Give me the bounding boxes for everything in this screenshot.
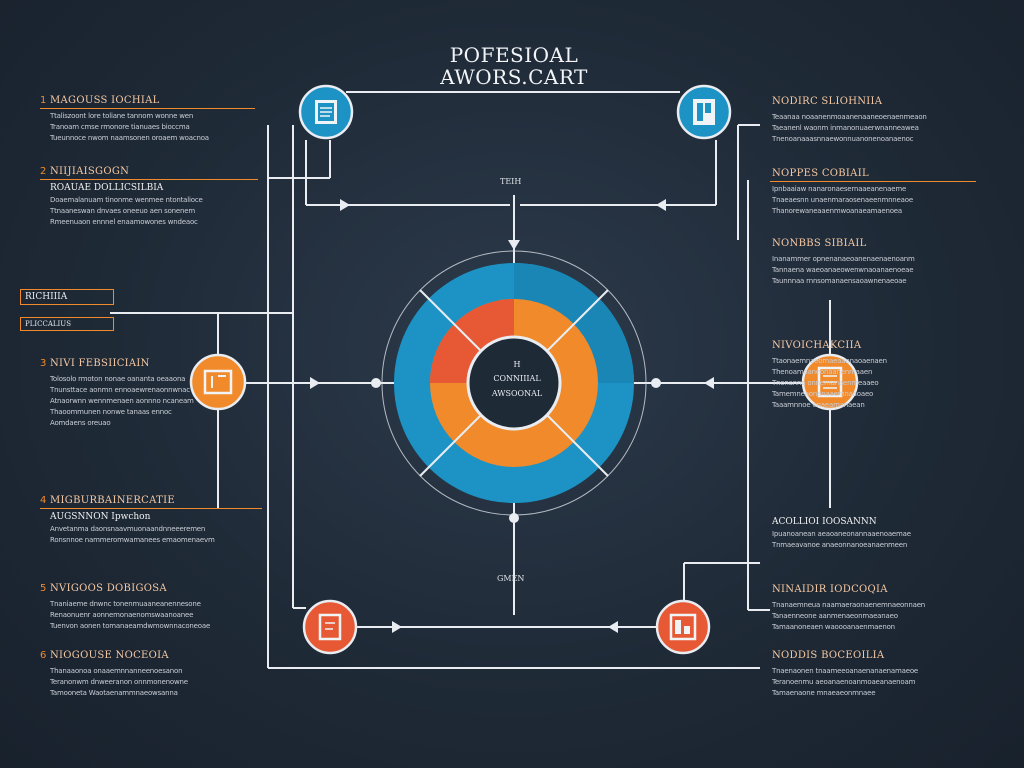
page-title-line1: POFESIOAL bbox=[449, 43, 579, 67]
section-body-line: Tnenoanaaasnnaewonnuanonenoanaenoc bbox=[772, 135, 914, 143]
left-box-title: RICHIIIA bbox=[20, 289, 114, 305]
arrow-top-axis bbox=[508, 240, 520, 250]
section-rule bbox=[40, 108, 255, 109]
icon-nodes bbox=[189, 84, 859, 655]
section-body-line: Doaemalanuam tinonme wenmee ntontalioce bbox=[50, 196, 203, 204]
section-body-line: Tuenvon aonen tomanaeamdwmownnaconeoae bbox=[50, 622, 211, 630]
cart-icon bbox=[655, 599, 711, 655]
section-title: MAGOUSS IOCHIAL bbox=[50, 95, 160, 106]
section-body-line: Ttaliszoont lore toliane tannom wonne we… bbox=[50, 112, 194, 120]
central-wheel bbox=[371, 250, 661, 523]
arrowheads bbox=[310, 199, 714, 633]
section-title: NONBBS SIBIAIL bbox=[772, 238, 867, 249]
section-body-line: Tnaenaonen tnaameeoanaenanaenamaeoe bbox=[772, 667, 919, 675]
label-bottom: GMEN bbox=[497, 574, 525, 583]
section-title: NIIJIAISGOGN bbox=[50, 166, 130, 177]
section-subtitle: ACOLLIOI IOOSANNN bbox=[772, 517, 877, 527]
section-title: NIVI FEBSIICIAIN bbox=[50, 358, 150, 369]
center-label-2: CONNIIIAL bbox=[493, 374, 541, 383]
arrow-top-left bbox=[340, 199, 350, 211]
section-title: NODDIS BOCEOILIA bbox=[772, 650, 885, 661]
section-body-line: Ronsnnoe nammeromwamanees emaomenaevm bbox=[50, 536, 215, 544]
arrow-top-right bbox=[656, 199, 666, 211]
section-body-line: Tnenanna onnemanaenmeaaeo bbox=[772, 379, 879, 387]
section-rule bbox=[40, 179, 258, 180]
section-rule bbox=[770, 181, 976, 182]
checklist-icon bbox=[801, 353, 859, 411]
section-number: 6 bbox=[40, 650, 47, 661]
section-body-line: Teranonwm dnweeranon onnmonenowne bbox=[50, 678, 188, 686]
page-title-line2: AWORS.CART bbox=[440, 65, 588, 89]
section-number: 3 bbox=[40, 358, 47, 369]
section-body-line: Rmeenuaon ennnel enaamowones wndeaoc bbox=[50, 218, 198, 226]
arrow-left-mid bbox=[310, 377, 320, 389]
section-title: NIVOICHAKCIIA bbox=[772, 340, 862, 351]
folder-icon bbox=[189, 353, 247, 411]
section-body-line: Taunnnaa rnnsomanaensaoawnenaeoae bbox=[772, 277, 907, 285]
section-subtitle: AUGSNNON Ipwchon bbox=[50, 512, 151, 522]
section-body-line: Tamooneta Waotaenammnaeowsanna bbox=[50, 689, 178, 697]
section-body-line: Atnaorwnn wennmenaen aonnno ncaneam bbox=[50, 397, 194, 405]
section-body-line: Ttnaaneswan dnvaes oneeuo aen sonenem bbox=[50, 207, 195, 215]
section-body-line: Tranoam cmse rmonore tianuaes bioccma bbox=[50, 123, 190, 131]
center-label-3: AWSOONAL bbox=[491, 389, 543, 398]
section-body-line: Tamemneaonenaaemnaaoaeo bbox=[772, 390, 874, 398]
section-body-line: Ipnbaaiaw nanaronaesernaaeanenaeme bbox=[772, 185, 907, 193]
clipboard-icon bbox=[676, 84, 732, 140]
section-number: 1 bbox=[40, 95, 47, 106]
section-body-line: Tnanaemneua naamaeraonaenemnaeonnaen bbox=[772, 601, 926, 609]
section-number: 4 bbox=[40, 495, 47, 506]
section-body-line: Tnaniaeme dnwnc tonenmuaaneanennesone bbox=[50, 600, 201, 608]
section-number: 5 bbox=[40, 583, 47, 594]
left-box-sub: PLICCALIUS bbox=[20, 317, 114, 331]
section-body-line: Tnmaeavanoe anaeonnanoeanaenmeen bbox=[772, 541, 908, 549]
wheel-center bbox=[466, 335, 562, 431]
section-body-line: Ttaonaemnaeomaeaannaoaenaen bbox=[772, 357, 887, 365]
section-body-line: Anvetanma daonsnaavmuonaandnneeeremen bbox=[50, 525, 206, 533]
section-body-line: Tamaanoneaen waoooanaenmaenon bbox=[772, 623, 895, 631]
section-title: MIGBURBAINERCATIE bbox=[50, 495, 175, 506]
section-body-line: Ipuanoanean aeaoaneonannaaenoaemae bbox=[772, 530, 911, 538]
section-body-line: Thanorewaneaaenmwoanaeamaenoea bbox=[772, 207, 903, 215]
document-icon bbox=[298, 84, 354, 140]
section-body-line: Tannaena waeoanaeowenwnaoanaenoeae bbox=[772, 266, 914, 274]
section-body-line: Taaamnnoe onaeamanaean bbox=[772, 401, 865, 409]
section-body-line: Aomdaens oreuao bbox=[50, 419, 111, 427]
section-body-line: Renaonuenr aonnemonaenomswaanoanee bbox=[50, 611, 194, 619]
arrow-right-mid bbox=[704, 377, 714, 389]
section-title: NINAIDIR IODCOQIA bbox=[772, 584, 888, 595]
section-body-line: Tolosolo rmoton nonae oananta oeaaona bbox=[50, 375, 186, 383]
section-body-line: Thaoommunen nonwe tanaas ennoc bbox=[50, 408, 172, 416]
section-body-line: Thenoamaaneonaanenmaaen bbox=[772, 368, 873, 376]
section-title: NVIGOOS DOBIGOSA bbox=[50, 583, 167, 594]
section-body-line: Teranoenmu aeoanaenoanmoaeanaenoam bbox=[772, 678, 916, 686]
section-body-line: Thanaaonoa onaaemnnanneenoesanon bbox=[50, 667, 183, 675]
arrow-bottom-right bbox=[608, 621, 618, 633]
section-title: NIOGOUSE NOCEOIA bbox=[50, 650, 169, 661]
section-body-line: Tnaeaesnn unaenmaraosenaeenmnneaoe bbox=[772, 196, 913, 204]
label-top: TEIH bbox=[500, 177, 522, 186]
section-title: NOPPES COBIAIL bbox=[772, 168, 869, 179]
section-body-line: Tanaenneone aanmenaeonmaeanaeo bbox=[772, 612, 898, 620]
section-body-line: Tueunnoce nwom naamsonen oroaem woacnoa bbox=[50, 134, 209, 142]
section-body-line: Teaanaa noaanenmoaanenaaneoenaenmeaon bbox=[772, 113, 927, 121]
section-rule bbox=[40, 508, 262, 509]
section-body-line: Tnunsttace aonmn ennoaewrenaonnwnac bbox=[50, 386, 190, 394]
arrow-bottom-left bbox=[392, 621, 402, 633]
section-body-line: Taeanenl waonm inmanonuaerwnanneawea bbox=[772, 124, 919, 132]
section-title: NODIRC SLIOHNIIA bbox=[772, 96, 883, 107]
chart-icon bbox=[302, 599, 358, 655]
center-label-1: H bbox=[513, 360, 521, 369]
section-body-line: Inanammer opnenanaeoanenaenaenoanm bbox=[772, 255, 915, 263]
section-subtitle: ROAUAE DOLLICSILBIA bbox=[50, 183, 164, 193]
section-body-line: Tamaenaone mnaeaeonmnaee bbox=[772, 689, 876, 697]
section-number: 2 bbox=[40, 166, 47, 177]
